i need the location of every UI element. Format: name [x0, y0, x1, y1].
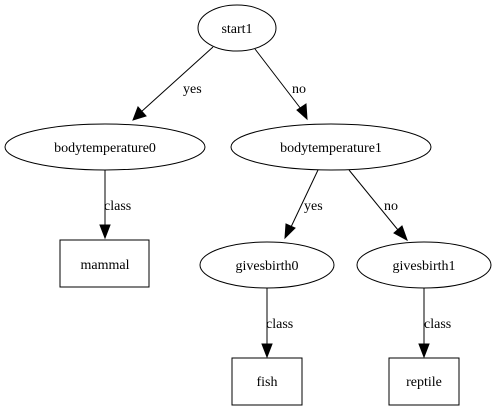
- edge-label: class: [424, 317, 451, 332]
- node-label: givesbirth1: [393, 259, 456, 274]
- node-mammal: mammal: [59, 239, 150, 288]
- node-bodytemperature1: bodytemperature1: [230, 123, 432, 171]
- edge-start1-bodytemperature0: yes: [132, 46, 214, 121]
- nodes: start1 bodytemperature0 bodytemperature1…: [4, 4, 492, 406]
- arrowhead: [284, 223, 296, 240]
- edges: yes no class yes no class: [99, 46, 451, 359]
- edge-givesbirth1-reptile: class: [418, 288, 451, 359]
- edge-label: no: [384, 199, 398, 214]
- arrowhead: [99, 224, 111, 240]
- edge-label: yes: [304, 199, 323, 214]
- node-label: reptile: [406, 375, 442, 390]
- arrowhead: [418, 343, 430, 359]
- edge-bodytemperature1-givesbirth0: yes: [284, 169, 323, 240]
- edge-label: class: [104, 199, 131, 214]
- edge-label: yes: [183, 82, 202, 97]
- arrowhead: [393, 225, 408, 242]
- node-label: fish: [257, 375, 278, 390]
- node-label: mammal: [81, 258, 130, 273]
- edge-givesbirth0-fish: class: [261, 288, 293, 359]
- arrowhead: [296, 103, 308, 121]
- node-givesbirth1: givesbirth1: [356, 241, 492, 289]
- edge-label: no: [292, 82, 306, 97]
- node-givesbirth0: givesbirth0: [199, 241, 335, 289]
- edge-start1-bodytemperature1: no: [254, 48, 308, 121]
- node-label: bodytemperature0: [54, 141, 156, 156]
- arrowhead: [132, 106, 147, 121]
- node-label: bodytemperature1: [280, 141, 382, 156]
- node-bodytemperature0: bodytemperature0: [4, 123, 206, 171]
- node-start1: start1: [197, 4, 277, 52]
- node-label: givesbirth0: [236, 259, 299, 274]
- edge-label: class: [266, 317, 293, 332]
- node-reptile: reptile: [388, 357, 460, 406]
- edge-bodytemperature0-mammal: class: [99, 170, 131, 240]
- edge-bodytemperature1-givesbirth1: no: [348, 169, 408, 242]
- arrowhead: [261, 343, 273, 359]
- node-fish: fish: [231, 357, 303, 406]
- node-label: start1: [221, 22, 252, 37]
